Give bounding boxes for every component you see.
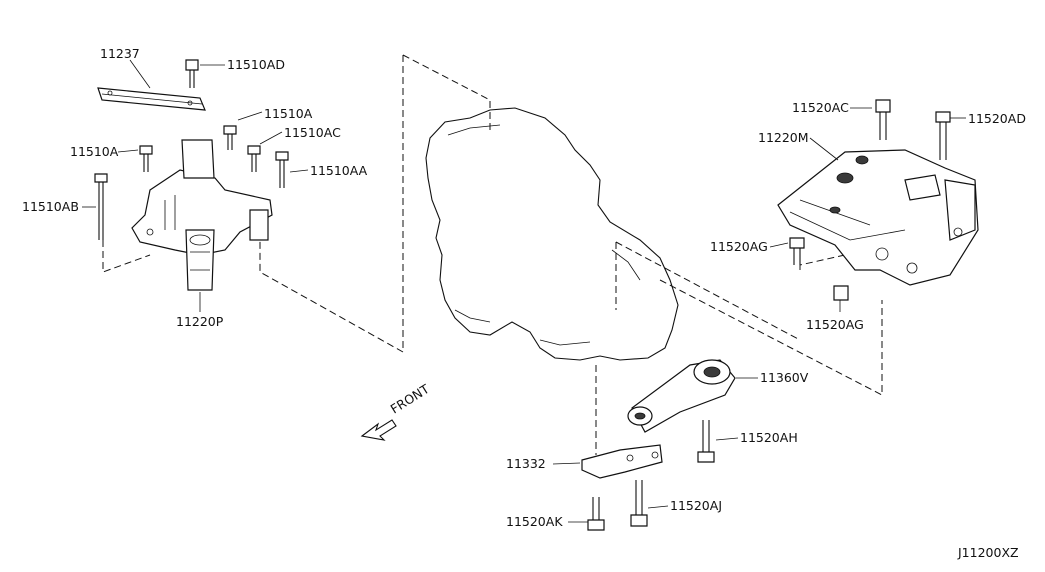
label-11360V: 11360V (760, 370, 809, 385)
part-11220M-mount (777, 149, 979, 286)
part-11220P-mount (131, 139, 273, 291)
label-11332: 11332 (506, 456, 546, 471)
dashed-leaders (102, 54, 883, 455)
label-11510A-top: 11510A (264, 106, 313, 121)
label-11510AC: 11510AC (284, 125, 341, 140)
label-11520AD: 11520AD (968, 111, 1026, 126)
bolt-11510AA (275, 151, 289, 188)
bolt-11520AG-top (789, 237, 805, 265)
label-11510AA: 11510AA (310, 163, 368, 178)
label-11520AJ: 11520AJ (670, 498, 722, 513)
label-11237: 11237 (100, 46, 140, 61)
label-11220M: 11220M (758, 130, 809, 145)
label-11520AH: 11520AH (740, 430, 798, 445)
label-11510A-left: 11510A (70, 144, 119, 159)
engine-block-outline (425, 107, 679, 361)
label-front: FRONT (388, 381, 432, 417)
bolt-11510AD (185, 59, 199, 88)
label-11520AK: 11520AK (506, 514, 563, 529)
bolt-11520AH (697, 420, 715, 463)
label-leaders (82, 59, 966, 523)
bolt-11520AC (875, 99, 891, 140)
front-arrow (360, 419, 397, 441)
bolt-11510A-top (223, 125, 237, 150)
bolt-11520AK (587, 497, 605, 531)
bolt-11510A-left (139, 145, 153, 172)
diagram-code: J11200XZ (957, 545, 1019, 560)
bolt-11510AC (247, 145, 261, 172)
label-11520AC: 11520AC (792, 100, 849, 115)
label-11510AB: 11510AB (22, 199, 79, 214)
part-11237-plate (97, 87, 206, 111)
part-11332-bracket (581, 444, 663, 479)
bolt-11520AG-bottom (833, 285, 849, 301)
bolt-11520AJ (630, 480, 648, 527)
part-11360V-torque-rod (627, 359, 736, 433)
bolt-11520AD (935, 111, 951, 160)
label-11510AD: 11510AD (227, 57, 285, 72)
label-11220P: 11220P (176, 314, 224, 329)
label-11520AG-top: 11520AG (710, 239, 768, 254)
bolt-11510AB (94, 173, 108, 240)
label-11520AG-bottom: 11520AG (806, 317, 864, 332)
